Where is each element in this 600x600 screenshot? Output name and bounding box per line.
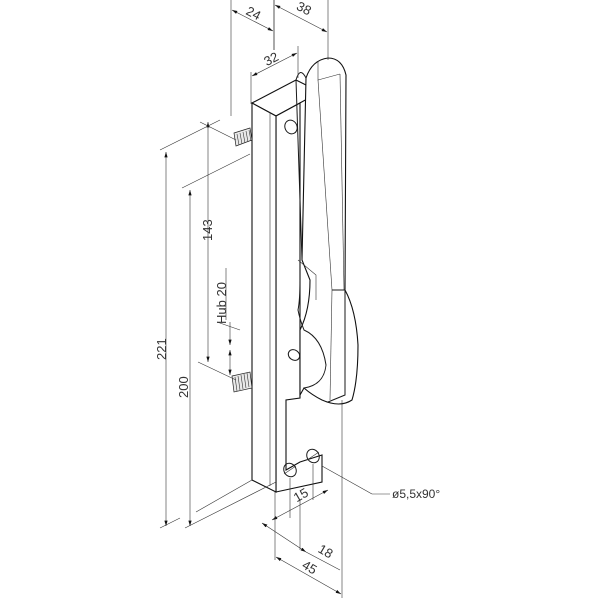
svg-text:15: 15 bbox=[291, 485, 311, 505]
svg-text:45: 45 bbox=[300, 557, 320, 577]
dimension-hub-20: Hub 20 bbox=[214, 268, 241, 375]
dimension-221: 221 bbox=[154, 119, 221, 529]
dimension-18: 18 bbox=[261, 492, 341, 571]
lever bbox=[295, 57, 359, 405]
lower-threaded-stud bbox=[231, 371, 253, 393]
countersink-callout: ø5,5x90° bbox=[321, 465, 440, 501]
dimension-45: 45 bbox=[275, 400, 343, 598]
svg-text:143: 143 bbox=[200, 219, 215, 241]
svg-text:200: 200 bbox=[176, 376, 191, 398]
dimension-38: 38 bbox=[273, 0, 329, 60]
dimension-200: 200 bbox=[176, 153, 277, 529]
svg-text:32: 32 bbox=[261, 49, 281, 69]
dimension-143: 143 bbox=[197, 121, 237, 381]
svg-text:38: 38 bbox=[294, 0, 314, 18]
svg-text:Hub 20: Hub 20 bbox=[214, 282, 229, 324]
svg-text:18: 18 bbox=[316, 541, 336, 561]
middle-hole bbox=[287, 349, 301, 361]
svg-text:24: 24 bbox=[244, 3, 264, 23]
upper-screw-hole bbox=[284, 119, 298, 135]
upper-threaded-stud bbox=[233, 127, 253, 147]
svg-text:221: 221 bbox=[154, 338, 169, 360]
dimension-32: 32 bbox=[250, 46, 299, 104]
lower-countersunk-holes bbox=[283, 448, 320, 478]
countersink-note: ø5,5x90° bbox=[392, 487, 440, 501]
